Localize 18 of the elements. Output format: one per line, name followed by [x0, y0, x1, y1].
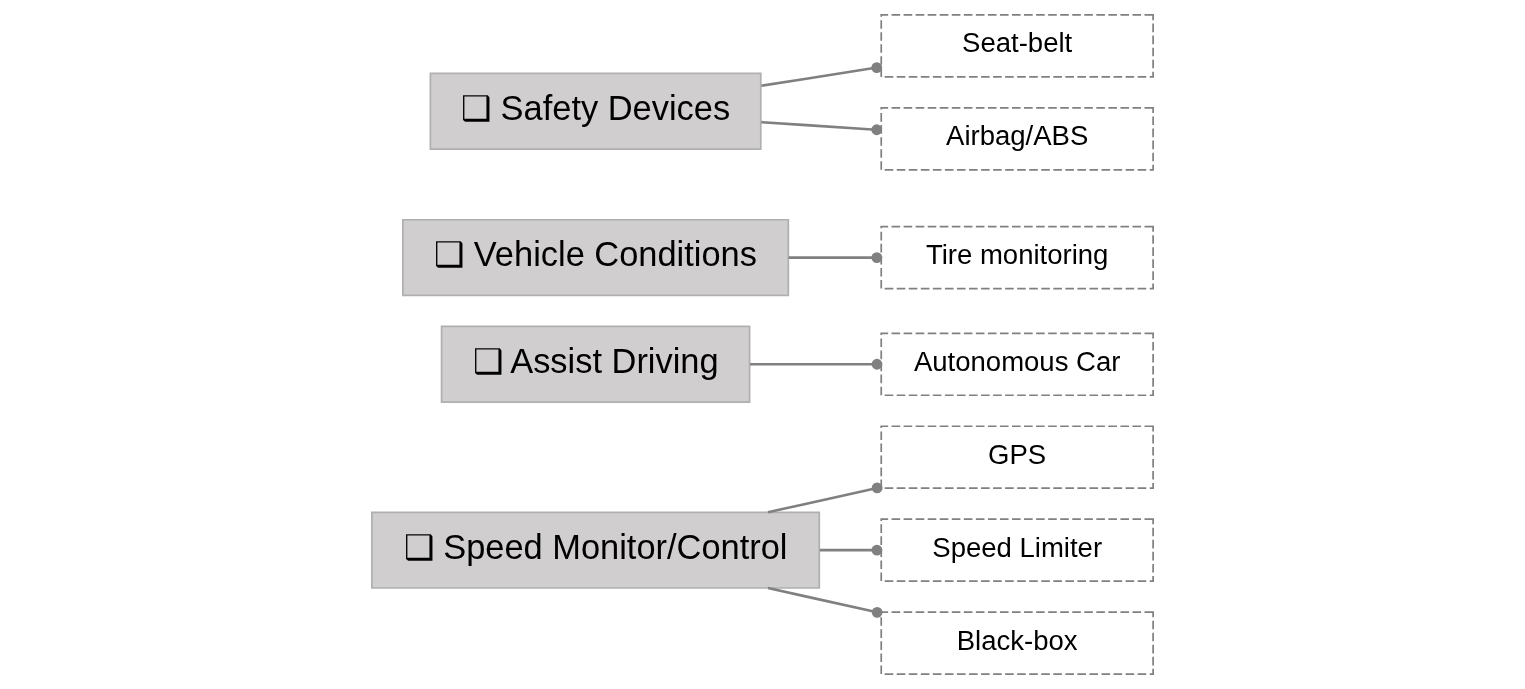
node-box: ❑ Vehicle Conditions [402, 218, 790, 297]
node-box: Speed Limiter [880, 518, 1154, 582]
node-box: ❑ Safety Devices [429, 72, 762, 151]
node-box: ❑ Assist Driving [440, 325, 751, 403]
connector [761, 62, 883, 87]
connector [788, 252, 883, 264]
node-box: Tire monitoring [880, 225, 1154, 290]
node-box: GPS [880, 425, 1154, 490]
connector [761, 120, 883, 136]
node-box: Seat-belt [880, 14, 1154, 78]
connector [767, 482, 883, 514]
connector [819, 544, 883, 556]
connector [750, 358, 883, 370]
node-box: ❑ Speed Monitor/Control [371, 511, 821, 589]
node-box: Black-box [880, 611, 1154, 675]
node-box: Autonomous Car [880, 332, 1154, 397]
connector [767, 586, 883, 618]
node-box: Airbag/ABS [880, 107, 1154, 171]
